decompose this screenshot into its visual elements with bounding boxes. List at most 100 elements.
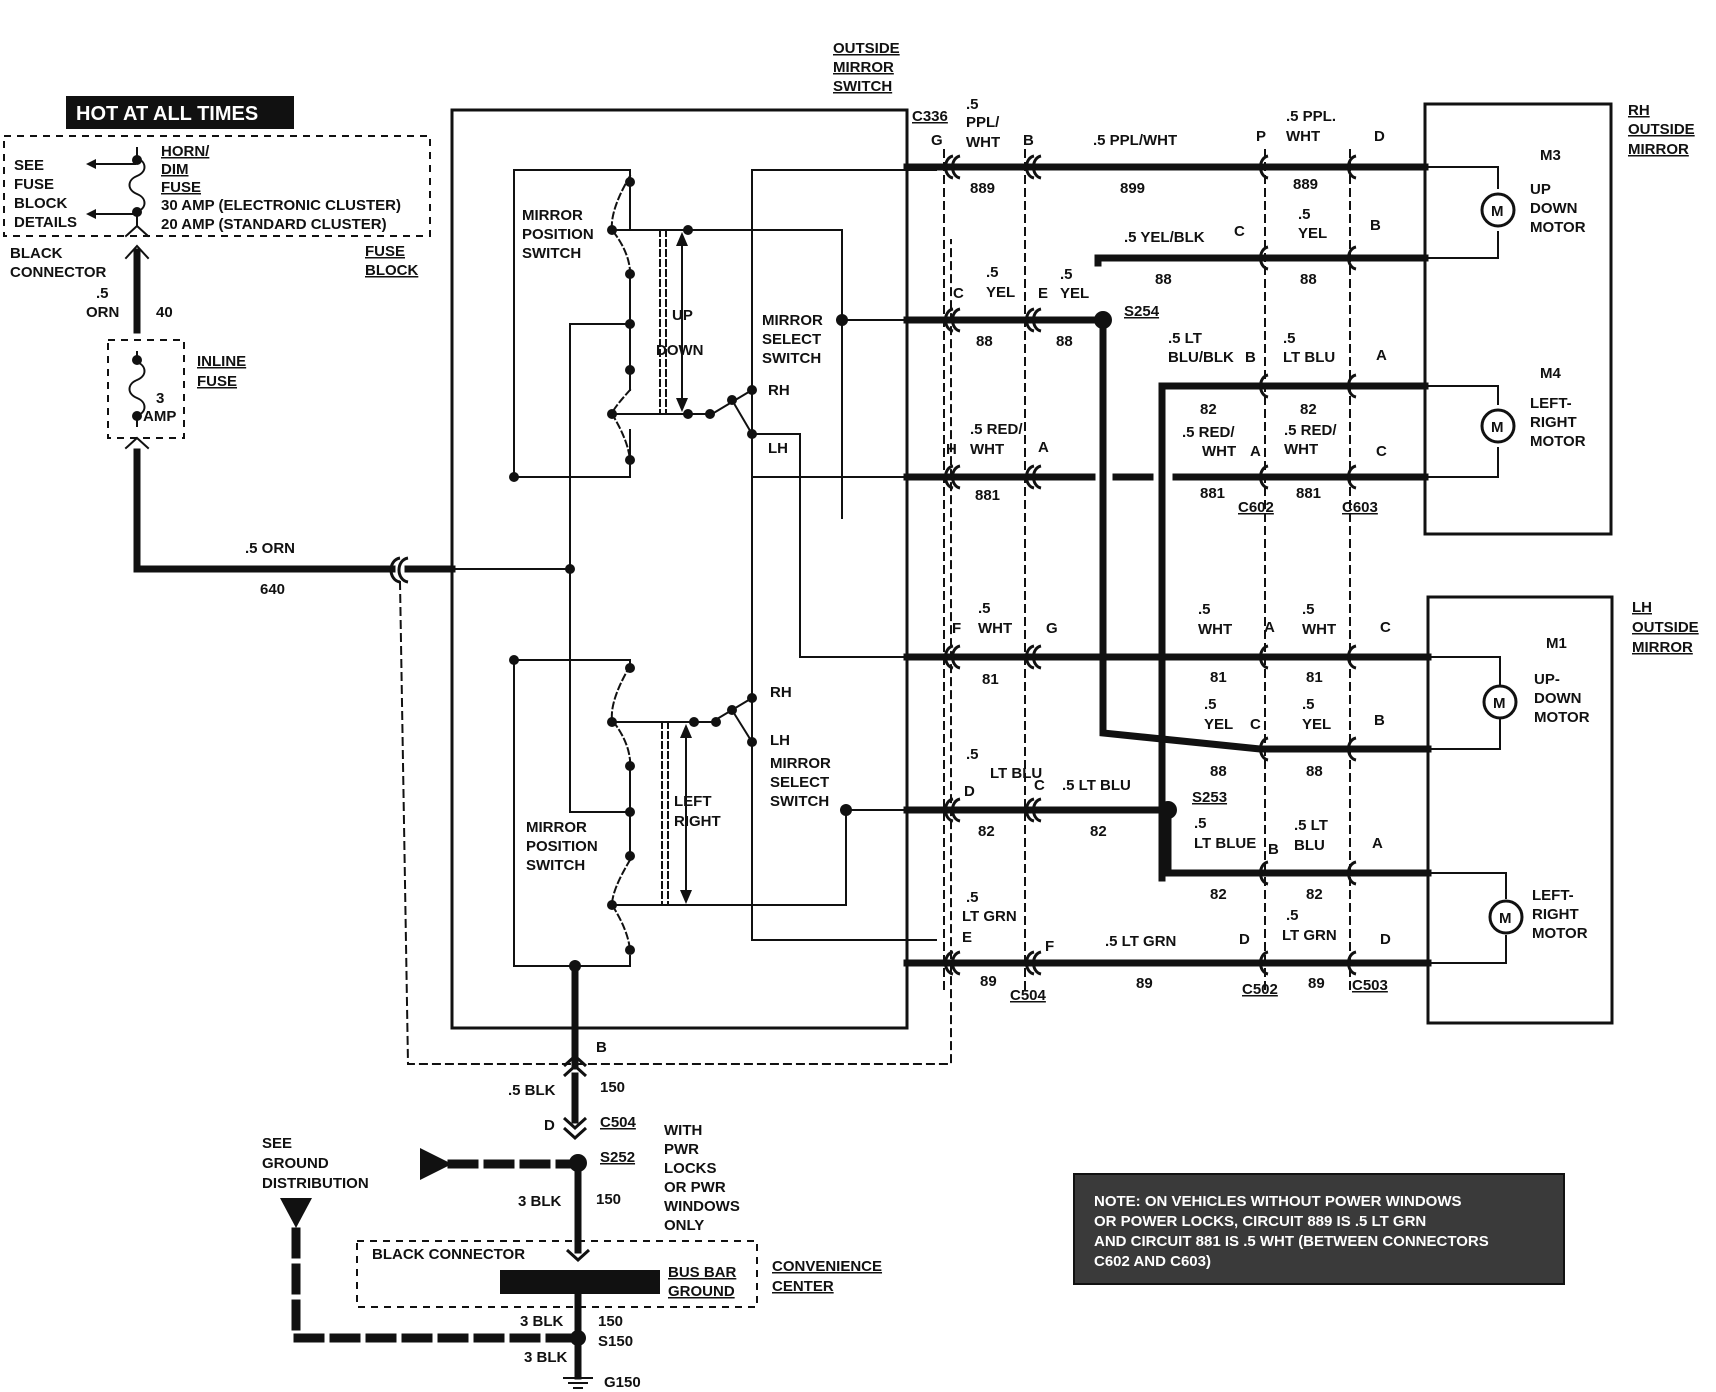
mirror-position-label-2a: MIRROR <box>526 819 587 836</box>
connector-881-c602 <box>1259 464 1269 490</box>
wire-82-upper <box>1158 382 1429 882</box>
m4-wiring <box>1424 385 1499 478</box>
circuit-89-b: 89 <box>1136 975 1153 992</box>
connector-89-c503 <box>1347 950 1357 976</box>
c504-ground-connector <box>562 1116 588 1141</box>
connector-82-c502 <box>1259 860 1269 886</box>
bus-bar-label: BUS BAR <box>668 1264 737 1281</box>
ground-connector-b <box>562 1053 588 1078</box>
lower-dot-8 <box>625 945 635 955</box>
fuse-arrow-1-head <box>86 159 96 169</box>
circuit-640: 640 <box>260 581 285 598</box>
black-connector-symbol <box>124 224 150 238</box>
pin-g-2: G <box>1046 620 1058 637</box>
s252-label: S252 <box>600 1149 635 1166</box>
up-arrow-head <box>676 232 688 246</box>
wht2-label-a: .5 <box>1198 601 1211 618</box>
right-arrow-head <box>680 890 692 904</box>
details-label: DETAILS <box>14 214 77 231</box>
redwht2-label-a: .5 RED/ <box>1182 424 1235 441</box>
blk2-label: 3 BLK <box>518 1193 562 1210</box>
bus-bar-ground-label: GROUND <box>668 1283 735 1300</box>
c603-label: C603 <box>1342 499 1378 516</box>
ppl-label-b: PPL/ <box>966 114 1000 131</box>
circuit-82-f: 82 <box>1306 886 1323 903</box>
redwht1-label-b: WHT <box>970 441 1004 458</box>
redwht1-label-a: .5 RED/ <box>970 421 1023 438</box>
lower-dot-1 <box>509 655 519 665</box>
note-line-1: NOTE: ON VEHICLES WITHOUT POWER WINDOWS <box>1094 1193 1462 1210</box>
yel4-label-b: YEL <box>1204 716 1233 733</box>
lh-mirror-label-3: MIRROR <box>1632 639 1693 656</box>
s150-splice <box>570 1330 586 1346</box>
outside-mirror-switch-label-2: MIRROR <box>833 59 894 76</box>
redwht3-label-b: WHT <box>1284 441 1318 458</box>
circuit-88-f: 88 <box>1306 763 1323 780</box>
note-line-3: AND CIRCUIT 881 IS .5 WHT (BETWEEN CONNE… <box>1094 1233 1489 1250</box>
left-label: LEFT <box>674 793 712 810</box>
connector-82-c603 <box>1347 373 1357 399</box>
note-box <box>1073 1173 1565 1285</box>
yel3-label-a: .5 <box>1298 206 1311 223</box>
connector-881-c603 <box>1347 464 1357 490</box>
upper-dot-7 <box>625 455 635 465</box>
block-label: BLOCK <box>14 195 67 212</box>
pin-d-2: D <box>964 783 975 800</box>
pin-a-4: A <box>1264 619 1275 636</box>
down-arrow-head <box>676 398 688 412</box>
connector-889-c504 <box>1025 154 1042 180</box>
c336-label: C336 <box>912 108 948 125</box>
left-node-2 <box>711 717 721 727</box>
redwht2-label-b: WHT <box>1202 443 1236 460</box>
m3-label-b: DOWN <box>1530 200 1578 217</box>
fuse-dot-1 <box>132 155 142 165</box>
up-label: UP <box>672 307 693 324</box>
ltgrn3-label-b: LT GRN <box>1282 927 1337 944</box>
fuse-dot-2 <box>132 207 142 217</box>
connector-82-c602 <box>1259 373 1269 399</box>
lower-dot-2 <box>625 663 635 673</box>
wht3-label-a: .5 <box>1302 601 1315 618</box>
lh-outside-mirror-box <box>1426 595 1614 1025</box>
yel5-label-a: .5 <box>1302 696 1315 713</box>
ground-pin-b: B <box>596 1039 607 1056</box>
m3-wiring <box>1424 166 1499 259</box>
yel5-label-b: YEL <box>1302 716 1331 733</box>
m4-label-c: MOTOR <box>1530 433 1586 450</box>
pin-c-3: C <box>1376 443 1387 460</box>
ltgrn3-label-a: .5 <box>1286 907 1299 924</box>
ppl2-label-a: .5 PPL. <box>1286 108 1336 125</box>
inline-fuse-symbol <box>128 351 146 427</box>
orn640-label: .5 ORN <box>245 540 295 557</box>
circuit-82-b: 82 <box>1300 401 1317 418</box>
inline-fuse-dot-bottom <box>132 411 142 421</box>
connector-88-c504 <box>1025 307 1042 333</box>
mirror-select-label-2b: SELECT <box>770 774 829 791</box>
hot-at-all-times-banner <box>66 96 294 129</box>
connector-89-c502 <box>1259 950 1269 976</box>
connector-889-c336 <box>944 154 961 180</box>
mirror-position-label-1c: SWITCH <box>522 245 581 262</box>
note-line-4: C602 AND C603) <box>1094 1253 1211 1270</box>
outside-mirror-switch-label-3: SWITCH <box>833 78 892 95</box>
lh-label-upper: LH <box>768 440 788 457</box>
circuit-889-a: 889 <box>970 180 995 197</box>
connector-82-c503 <box>1347 860 1357 886</box>
upper-dot-left <box>509 472 519 482</box>
g150-label: G150 <box>604 1374 641 1391</box>
pin-f: F <box>952 620 961 637</box>
s150-label: S150 <box>598 1333 633 1350</box>
mirror-position-wiper-lower-2 <box>610 858 632 952</box>
m2-label-c: MOTOR <box>1532 925 1588 942</box>
c502-label: C502 <box>1242 981 1278 998</box>
ltblu3-label: .5 LT BLU <box>1062 777 1131 794</box>
yel2-label-a: .5 <box>1060 266 1073 283</box>
m2-motor-m: M <box>1499 910 1512 927</box>
horn-label: HORN/ <box>161 143 210 160</box>
circuit-81-a: 81 <box>982 671 999 688</box>
pin-b: B <box>1023 132 1034 149</box>
wht3-label-b: WHT <box>1302 621 1336 638</box>
ppl2-label-b: WHT <box>1286 128 1320 145</box>
pin-g: G <box>931 132 943 149</box>
circuit-88-c: 88 <box>976 333 993 350</box>
